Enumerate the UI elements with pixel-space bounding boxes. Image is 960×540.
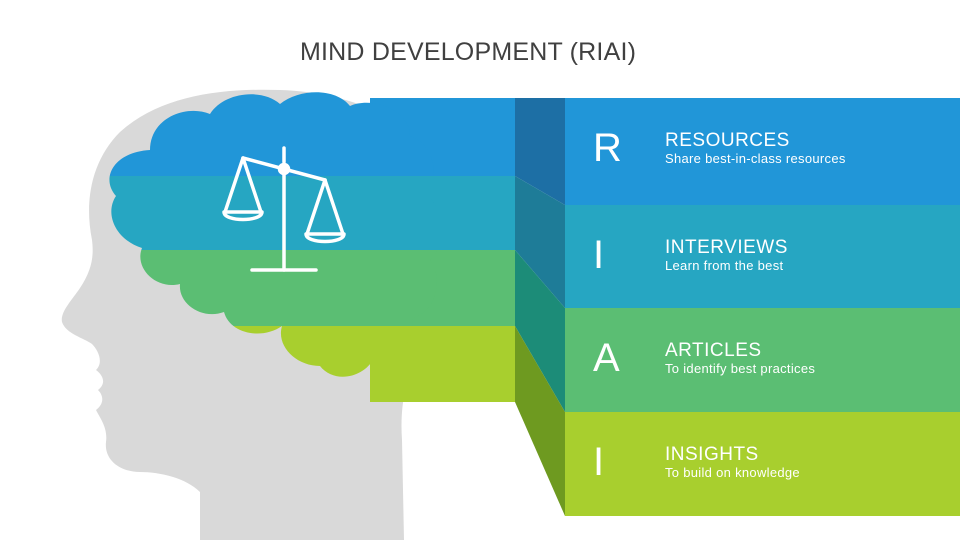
item-letter: R	[593, 126, 622, 170]
list-item-insights: I INSIGHTS To build on knowledge	[565, 412, 960, 516]
list-item-resources: R RESOURCES Share best-in-class resource…	[565, 98, 960, 202]
right-panels	[565, 98, 960, 516]
item-heading: INTERVIEWS	[665, 237, 788, 258]
item-letter: I	[593, 440, 605, 484]
item-description: Share best-in-class resources	[665, 151, 846, 166]
scales-of-justice-icon	[222, 146, 346, 272]
item-description: To build on knowledge	[665, 465, 800, 480]
item-letter: I	[593, 233, 605, 277]
item-heading: ARTICLES	[665, 340, 762, 361]
item-heading: INSIGHTS	[665, 444, 759, 465]
slide-title: MIND DEVELOPMENT (RIAI)	[300, 38, 637, 66]
list-item-interviews: I INTERVIEWS Learn from the best	[565, 205, 960, 309]
item-description: To identify best practices	[665, 361, 816, 376]
item-description: Learn from the best	[665, 258, 784, 273]
list-item-articles: A ARTICLES To identify best practices	[565, 308, 960, 412]
item-heading: RESOURCES	[665, 130, 790, 151]
item-letter: A	[593, 336, 620, 380]
prism-side	[515, 98, 565, 516]
